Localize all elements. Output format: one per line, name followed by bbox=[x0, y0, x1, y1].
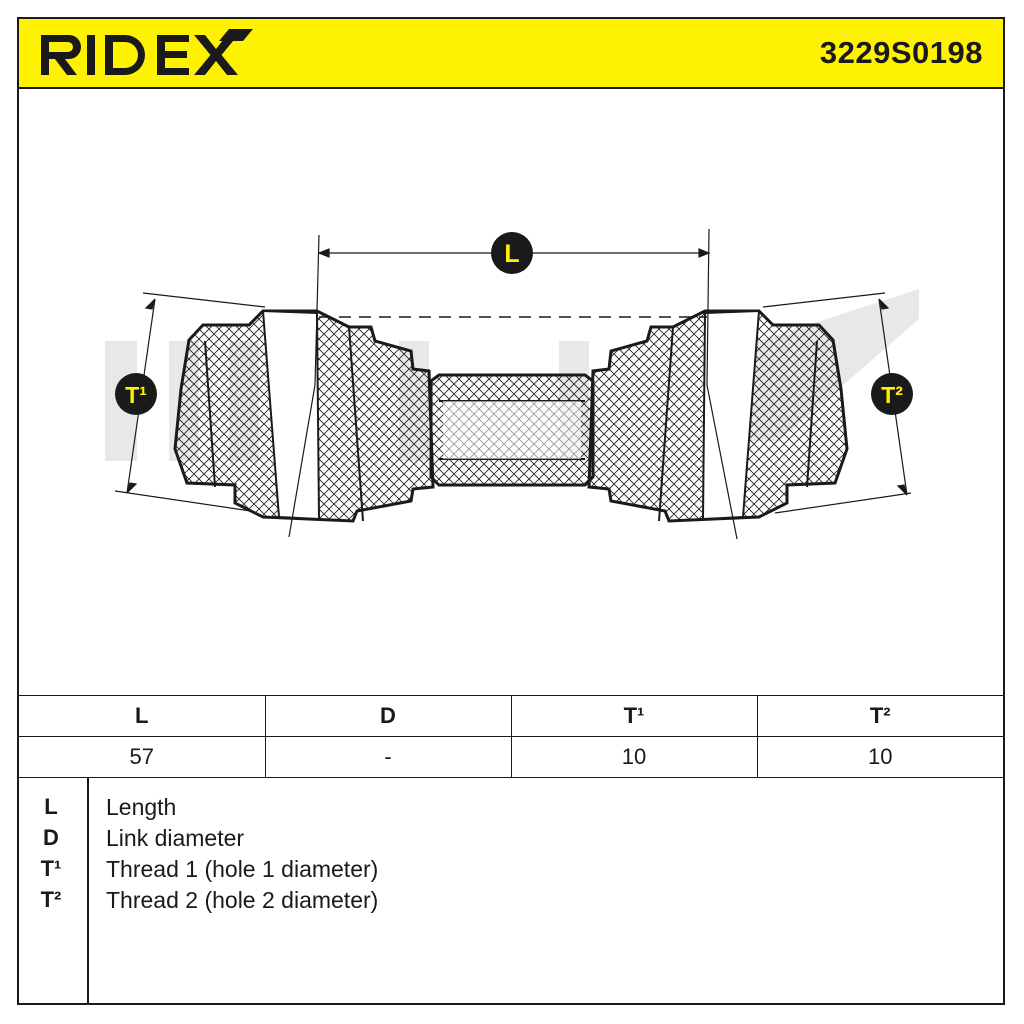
header-bar: 3229S0198 bbox=[19, 19, 1003, 89]
legend-symbol: T² bbox=[40, 887, 62, 912]
length-dimension bbox=[288, 228, 738, 540]
legend-text: Thread 1 (hole 1 diameter) bbox=[106, 856, 379, 882]
datasheet-frame: 3229S0198 bbox=[17, 17, 1005, 1005]
spec-value-t2: 10 bbox=[756, 736, 1003, 777]
thread1-badge-label: T¹ bbox=[125, 382, 147, 408]
right-ball-joint bbox=[587, 309, 849, 523]
legend-item: D Link diameter bbox=[19, 825, 1003, 856]
spec-table: L D T¹ T² 57 - 10 10 bbox=[19, 695, 1003, 777]
spec-value-t1: 10 bbox=[510, 736, 757, 777]
thread2-badge: T² bbox=[871, 373, 913, 415]
spec-header-row: L D T¹ T² bbox=[19, 695, 1003, 737]
spec-header-d: D bbox=[264, 695, 511, 737]
thread1-badge: T¹ bbox=[115, 373, 157, 415]
spec-value-row: 57 - 10 10 bbox=[19, 736, 1003, 777]
spec-value-d: - bbox=[264, 736, 511, 777]
length-badge: L bbox=[491, 232, 533, 274]
spec-value-l: 57 bbox=[19, 736, 265, 777]
spec-header-l: L bbox=[19, 695, 265, 737]
part-number: 3229S0198 bbox=[819, 35, 983, 70]
legend-text: Link diameter bbox=[106, 825, 245, 851]
stabiliser-link-drawing: L T¹ T² bbox=[105, 228, 919, 540]
legend-item: L Length bbox=[19, 794, 1003, 825]
left-ball-joint bbox=[173, 309, 435, 523]
legend-item: T¹ Thread 1 (hole 1 diameter) bbox=[19, 856, 1003, 887]
spec-header-t1: T¹ bbox=[510, 695, 757, 737]
legend-symbol: L bbox=[44, 794, 58, 819]
legend-item: T² Thread 2 (hole 2 diameter) bbox=[19, 887, 1003, 918]
link-shaft bbox=[429, 373, 595, 487]
legend-text: Length bbox=[106, 794, 177, 820]
legend-text: Thread 2 (hole 2 diameter) bbox=[106, 887, 379, 913]
length-badge-label: L bbox=[504, 240, 519, 268]
legend-divider bbox=[87, 778, 89, 1004]
legend: L Length D Link diameter T¹ Thread 1 (ho… bbox=[19, 777, 1003, 1004]
legend-symbol: T¹ bbox=[40, 856, 62, 881]
ridex-logo bbox=[41, 29, 253, 75]
spec-header-t2: T² bbox=[756, 695, 1003, 737]
thread2-badge-label: T² bbox=[881, 382, 903, 408]
legend-symbol: D bbox=[43, 825, 59, 850]
